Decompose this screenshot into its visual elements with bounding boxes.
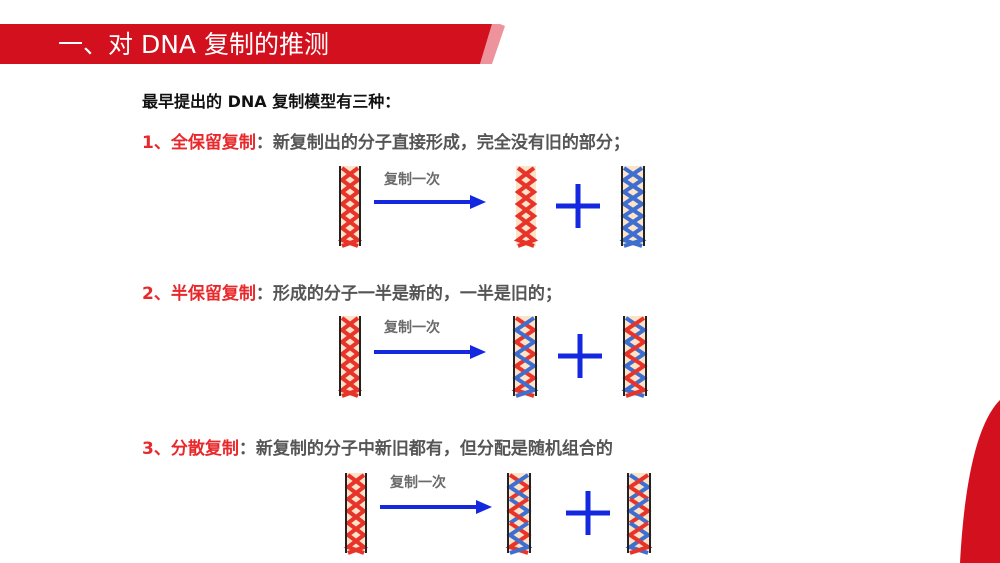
- model-1-diagram: 复制一次: [337, 166, 647, 248]
- dna-helix-icon: [619, 166, 647, 248]
- plus-icon: [558, 334, 602, 378]
- model-2-diagram: 复制一次: [337, 316, 649, 398]
- dna-helix-icon: [621, 316, 649, 398]
- model-3-description: 3、分散复制：新复制的分子中新旧都有，但分配是随机组合的: [142, 439, 613, 459]
- arrow-label: 复制一次: [383, 319, 440, 336]
- dna-helix-icon: [337, 316, 363, 398]
- dna-helix-icon: [337, 166, 363, 248]
- dna-helix-icon: [625, 473, 653, 555]
- model-1-description: 1、全保留复制：新复制出的分子直接形成，完全没有旧的部分；: [142, 133, 630, 153]
- model-3-text: 新复制的分子中新旧都有，但分配是随机组合的: [255, 439, 613, 459]
- model-2-description: 2、半保留复制：形成的分子一半是新的，一半是旧的；: [142, 284, 562, 304]
- model-1-title: 1、全保留复制: [142, 133, 256, 153]
- dna-helix-icon: [343, 473, 369, 555]
- arrow-right-icon: [374, 345, 486, 359]
- model-1-text: 新复制出的分子直接形成，完全没有旧的部分；: [272, 133, 630, 153]
- model-3-title: 3、分散复制: [142, 439, 239, 459]
- arrow-right-icon: [374, 195, 486, 209]
- model-2-text: 形成的分子一半是新的，一半是旧的；: [272, 284, 562, 304]
- model-2-title: 2、半保留复制: [142, 284, 256, 304]
- plus-icon: [556, 184, 600, 228]
- model-3-diagram: 复制一次: [343, 473, 653, 555]
- dna-helix-icon: [513, 166, 539, 248]
- dna-helix-icon: [511, 316, 539, 398]
- plus-icon: [566, 491, 610, 535]
- arrow-label: 复制一次: [383, 171, 440, 188]
- arrow-right-icon: [380, 500, 492, 514]
- arrow-label: 复制一次: [389, 474, 446, 491]
- decorative-corner-shape: [960, 400, 1000, 563]
- page-title: 一、对 DNA 复制的推测: [58, 30, 329, 59]
- intro-text: 最早提出的 DNA 复制模型有三种：: [142, 92, 401, 111]
- dna-helix-icon: [505, 473, 533, 555]
- title-banner: [0, 24, 505, 64]
